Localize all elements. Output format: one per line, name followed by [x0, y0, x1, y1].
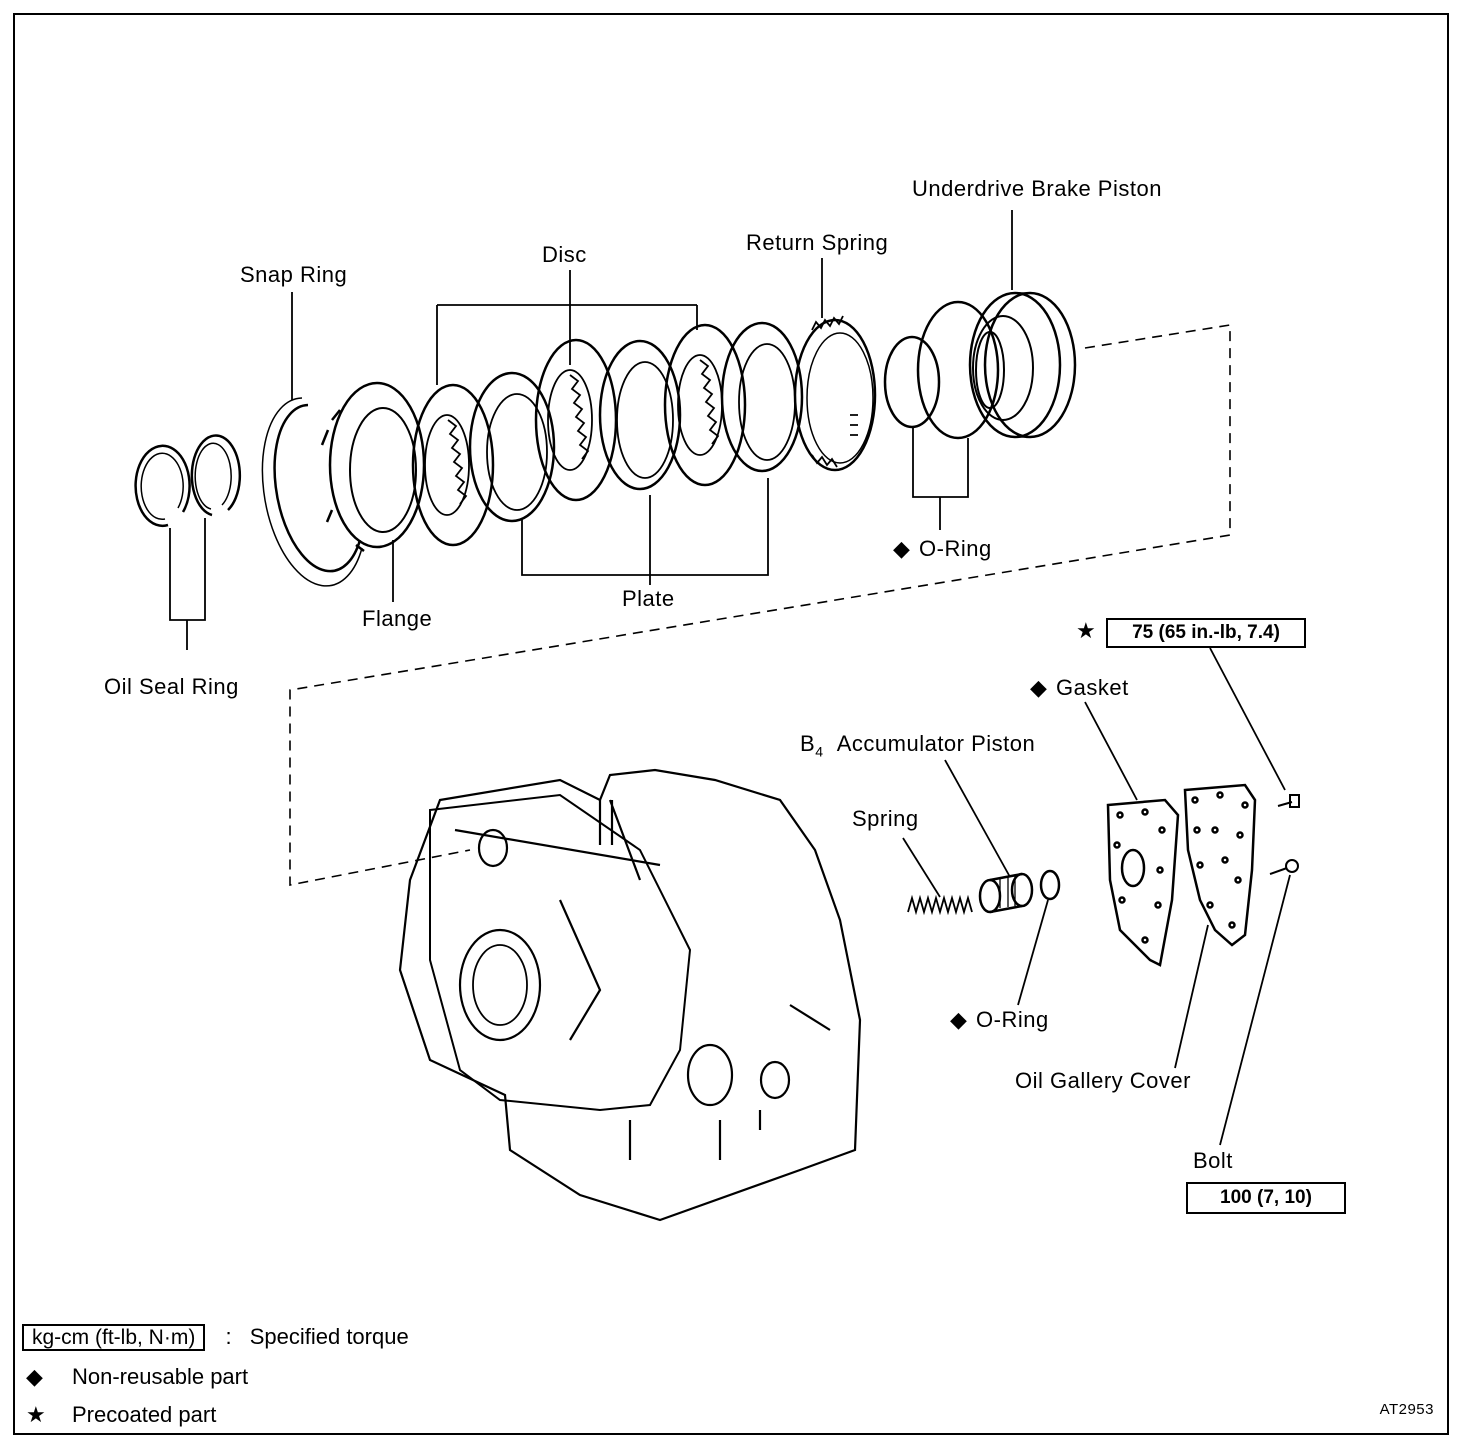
- underdrive-brake-piston: [968, 291, 1077, 439]
- diamond-icon: ◆: [26, 1364, 43, 1389]
- torque-box-bolt: 100 (7, 10): [1186, 1182, 1346, 1214]
- plate-3: [720, 321, 804, 473]
- piston-o-rings: [883, 300, 1000, 440]
- precoated-icon: ★: [1076, 618, 1097, 643]
- label-return-spring: Return Spring: [746, 230, 889, 255]
- snap-ring: [261, 397, 363, 587]
- transaxle-case: [398, 768, 862, 1222]
- legend-precoated: ★Precoated part: [26, 1402, 217, 1427]
- figure-frame: [13, 13, 1449, 1435]
- bolt: [1269, 859, 1299, 875]
- return-spring: [793, 315, 877, 472]
- label-bolt: Bolt: [1193, 1148, 1233, 1173]
- oil-gallery-cover: [1183, 783, 1257, 947]
- legend-torque-unit-box: kg-cm (ft-lb, N·m): [22, 1324, 206, 1351]
- leader-lines: [169, 210, 1291, 1146]
- label-flange: Flange: [362, 606, 433, 631]
- accumulator-o-ring: [1039, 869, 1061, 901]
- label-accumulator-o-ring: ◆O-Ring: [950, 1007, 1049, 1032]
- accumulator-spring: [907, 894, 973, 916]
- label-precoated-bolt-star: ★: [1076, 620, 1102, 642]
- oil-seal-ring-left: [134, 444, 191, 527]
- plate-1: [468, 371, 556, 523]
- label-snap-ring: Snap Ring: [240, 262, 348, 287]
- label-gasket: ◆Gasket: [1030, 675, 1129, 700]
- label-b4-accumulator-piston: B4 Accumulator Piston: [800, 731, 1036, 760]
- projection-dashed-line: [289, 324, 1231, 886]
- non-reusable-icon: ◆: [950, 1007, 968, 1032]
- non-reusable-icon: ◆: [1030, 675, 1048, 700]
- disc-1: [411, 383, 495, 547]
- label-oil-seal-ring: Oil Seal Ring: [104, 674, 239, 699]
- precoated-bolt: [1277, 794, 1300, 808]
- label-spring: Spring: [852, 806, 919, 831]
- disc-2: [534, 338, 618, 502]
- legend-non-reusable: ◆Non-reusable part: [26, 1364, 249, 1389]
- legend-specified-torque: kg-cm (ft-lb, N·m) : Specified torque: [22, 1324, 409, 1351]
- accumulator-piston: [978, 872, 1034, 914]
- flange: [320, 381, 426, 552]
- label-piston-o-ring: ◆O-Ring: [893, 536, 992, 561]
- label-disc: Disc: [542, 242, 587, 267]
- label-underdrive-brake-piston: Underdrive Brake Piston: [912, 176, 1162, 201]
- figure-reference-code: AT2953: [1379, 1401, 1434, 1418]
- oil-seal-ring-right: [190, 434, 242, 517]
- non-reusable-icon: ◆: [893, 536, 911, 561]
- label-plate: Plate: [622, 586, 675, 611]
- plate-2: [598, 339, 682, 491]
- disc-3: [663, 323, 747, 487]
- star-icon: ★: [26, 1402, 46, 1427]
- torque-box-cover-bolt: 75 (65 in.-lb, 7.4): [1106, 618, 1306, 648]
- gasket: [1106, 798, 1180, 967]
- label-oil-gallery-cover: Oil Gallery Cover: [1015, 1068, 1191, 1093]
